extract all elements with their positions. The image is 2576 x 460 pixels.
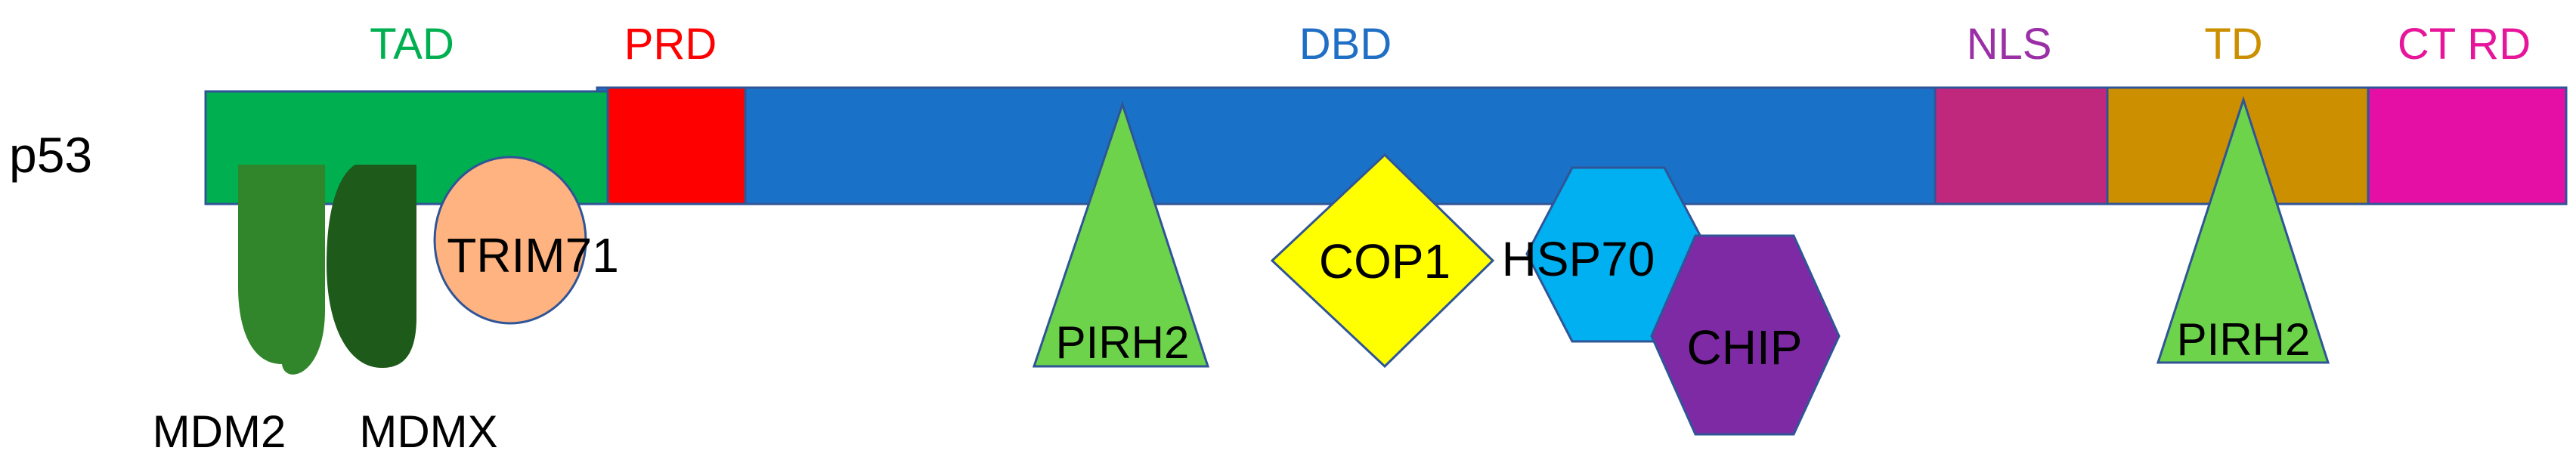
protein-label: p53 [9,127,92,183]
trim71-label: TRIM71 [447,228,619,282]
segment-dbd [596,86,1937,205]
cop1-shape [1270,153,1495,369]
domain-label-dbd: DBD [1299,20,1392,69]
domain-label-td: TD [2204,20,2262,69]
mdm2-label: MDM2 [153,406,286,457]
cop1-label: COP1 [1319,234,1451,289]
mdmx-shape [327,165,416,368]
pirh2-td-shape [2156,96,2330,364]
chip-shape [1650,234,1841,436]
segment-nls [1934,86,2109,205]
chip-label: CHIP [1687,320,1803,375]
pirh2-dbd-label: PIRH2 [1056,317,1190,368]
pirh2-dbd-shape [1032,100,1210,368]
mdm2-shape [238,165,325,375]
pirh2-td-label: PIRH2 [2177,314,2311,365]
hsp70-label: HSP70 [1502,232,1655,286]
segment-ct-rd [2367,86,2568,205]
segment-prd [606,86,747,205]
domain-label-ct-rd: CT RD [2398,20,2531,69]
domain-label-tad: TAD [370,20,454,69]
mdmx-label: MDMX [359,406,497,457]
trim71-shape [433,156,587,325]
domain-label-prd: PRD [624,20,717,69]
domain-label-nls: NLS [1967,20,2052,69]
